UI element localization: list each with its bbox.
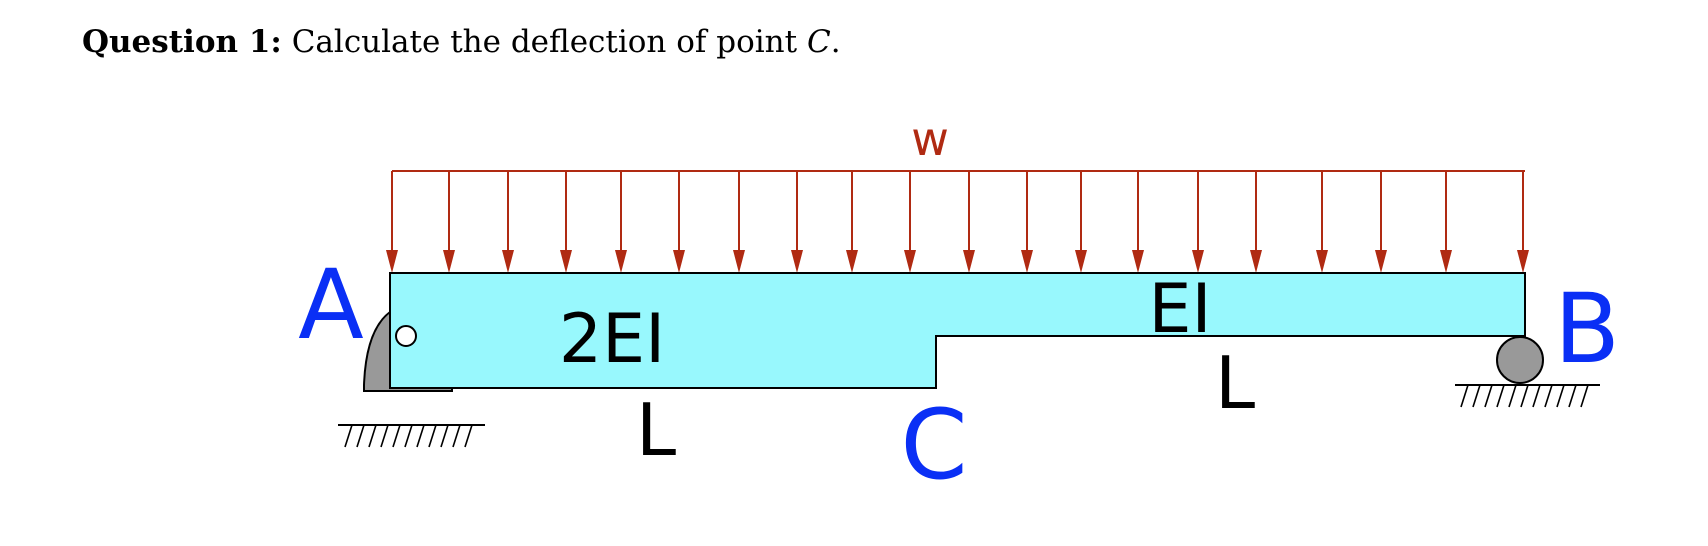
distributed-load: [386, 170, 1529, 273]
ground-hatch-line: [428, 424, 437, 448]
ground-hatch-line: [416, 424, 425, 448]
ground-hatch-line: [1472, 384, 1481, 408]
ground-hatch-line: [344, 424, 353, 448]
ground-hatch-line: [392, 424, 401, 448]
ground-hatch-line: [452, 424, 461, 448]
ground-hatch-line: [1460, 384, 1469, 408]
ground-hatch-line: [1544, 384, 1553, 408]
load-arrow-head-icon: [791, 250, 803, 273]
ground-hatch-line: [1508, 384, 1517, 408]
length-right-label: L: [1215, 341, 1255, 425]
question-body: Calculate the deflection of point: [291, 24, 807, 60]
ground-hatch-line: [1580, 384, 1589, 408]
load-label: w: [911, 112, 949, 166]
ground-hatch-line: [1520, 384, 1529, 408]
ground-hatch-line: [380, 424, 389, 448]
beam: [389, 272, 1526, 389]
load-arrow-head-icon: [673, 250, 685, 273]
ground-hatch-line: [1496, 384, 1505, 408]
support-b-label: B: [1554, 273, 1620, 385]
ground-hatch-line: [368, 424, 377, 448]
ground-hatch-line: [1568, 384, 1577, 408]
ground-hatch-line: [1556, 384, 1565, 408]
load-arrow-head-icon: [963, 250, 975, 273]
question-point: C: [806, 24, 831, 60]
load-arrow-head-icon: [502, 250, 514, 273]
load-arrow-head-icon: [443, 250, 455, 273]
stiffness-right-label: EI: [1148, 270, 1211, 349]
point-c-label: C: [900, 389, 967, 501]
ground-hatch-line: [1484, 384, 1493, 408]
support-a-label: A: [298, 249, 364, 361]
load-arrow-head-icon: [1375, 250, 1387, 273]
load-arrow-head-icon: [1316, 250, 1328, 273]
load-arrow-head-icon: [1132, 250, 1144, 273]
load-arrow-head-icon: [386, 250, 398, 273]
load-arrow-head-icon: [1075, 250, 1087, 273]
load-arrow-head-icon: [1250, 250, 1262, 273]
question-label: Question 1:: [82, 24, 282, 60]
stiffness-left-label: 2EI: [559, 300, 665, 379]
load-arrow-head-icon: [846, 250, 858, 273]
load-arrow-head-icon: [1192, 250, 1204, 273]
ground-hatch-line: [404, 424, 413, 448]
question-text: Question 1: Calculate the deflection of …: [82, 24, 841, 60]
ground-hatch-line: [1532, 384, 1541, 408]
load-arrow-head-icon: [904, 250, 916, 273]
load-arrow-head-icon: [1517, 250, 1529, 273]
load-arrow-head-icon: [733, 250, 745, 273]
load-arrow-head-icon: [1440, 250, 1452, 273]
load-arrow-head-icon: [1021, 250, 1033, 273]
pin-hole-icon: [395, 325, 417, 347]
ground-hatch-line: [356, 424, 365, 448]
load-arrow-head-icon: [560, 250, 572, 273]
question-end: .: [830, 24, 841, 60]
ground-hatch-line: [464, 424, 473, 448]
ground-hatch-line: [440, 424, 449, 448]
length-left-label: L: [636, 388, 676, 472]
load-arrow-head-icon: [615, 250, 627, 273]
